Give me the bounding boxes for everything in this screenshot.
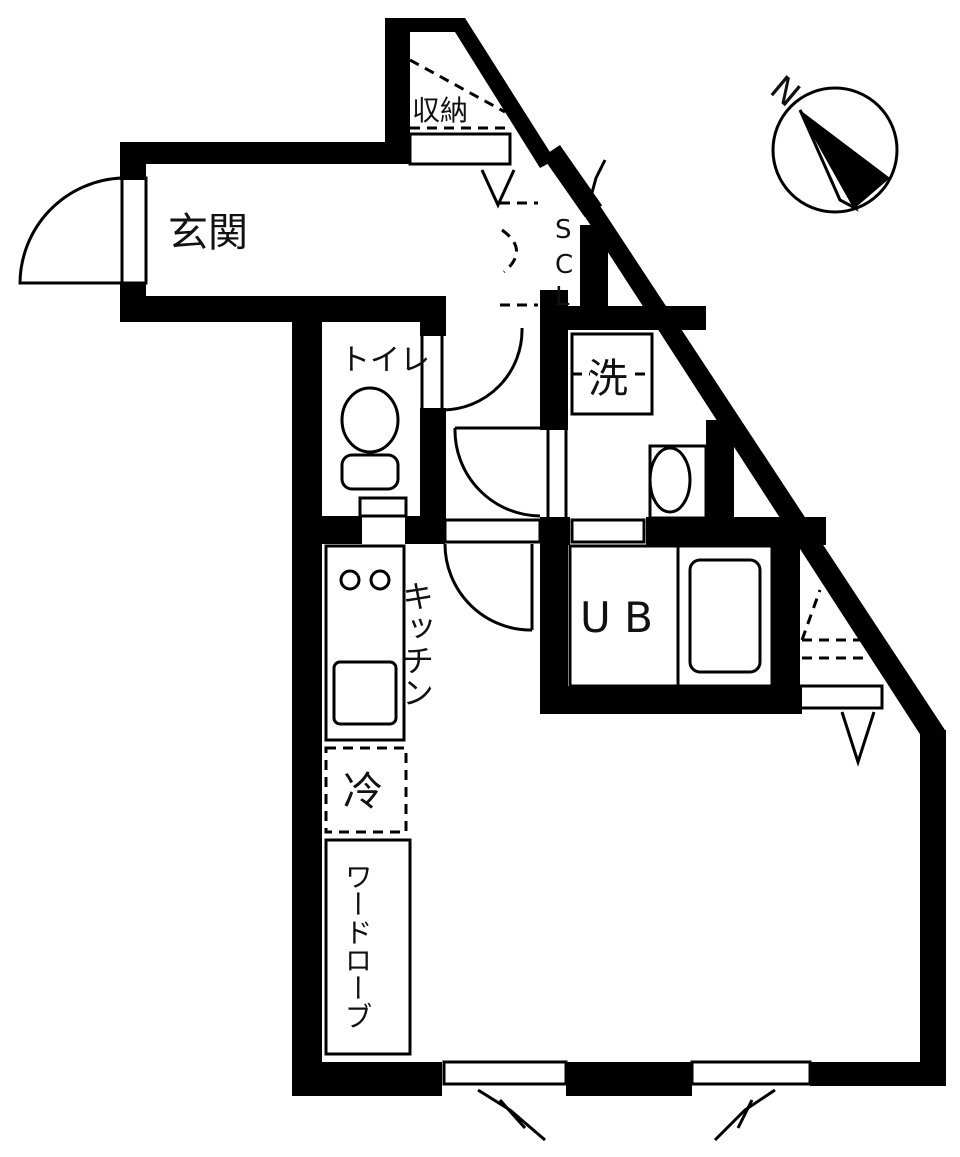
wardrobe-label: ワードローブ — [341, 862, 374, 1030]
storage-label: 収納 — [412, 94, 468, 127]
scl-label-l: L — [555, 282, 570, 312]
fixtures — [18, 58, 884, 1142]
toilet-label: トイレ — [340, 343, 430, 378]
room-labels: 収納 玄関 S C L トイレ 洗 キッチン U B 冷 ワードローブ — [168, 94, 653, 1030]
compass-north-label: N — [762, 68, 807, 115]
fridge-label: 冷 — [343, 769, 383, 815]
washer-label: 洗 — [588, 356, 628, 402]
kitchen-label: キッチン — [397, 580, 435, 708]
unit-bath-label: U B — [580, 593, 653, 642]
exterior-walls — [120, 18, 946, 1096]
compass-needle-icon — [800, 110, 890, 208]
compass-ring-icon — [771, 86, 899, 214]
scl-label-c: C — [555, 250, 573, 280]
entrance-label: 玄関 — [168, 210, 248, 256]
scl-label-s: S — [555, 215, 572, 245]
compass: N — [762, 68, 899, 214]
interior-walls — [292, 225, 826, 714]
